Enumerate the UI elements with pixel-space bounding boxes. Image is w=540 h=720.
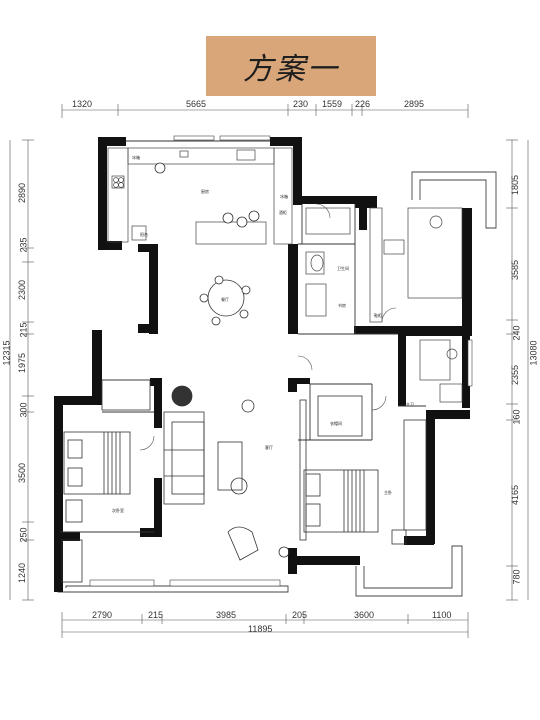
label-living: 客厅 [265,445,273,450]
bathroom-study-fixtures [305,207,463,403]
dim-top-3: 230 [293,99,309,109]
label-balcony: 阳台 [140,232,148,237]
bedroom-furniture [61,431,131,583]
label-master-bedroom: 主卧 [384,490,392,495]
label-master-bath: 主卫 [406,402,414,407]
label-fridge-1: 冰箱 [132,155,140,160]
label-bath-1: 卫生间 [337,266,349,271]
walls [54,137,472,592]
living-furniture [101,379,307,561]
door-swings [139,203,397,451]
windows [89,135,473,587]
dim-top-6: 2895 [404,99,425,109]
dining-set [154,162,260,326]
dim-bottom-3: 3985 [216,610,237,620]
dim-top-4: 1559 [322,99,343,109]
dim-bottom-5: 3600 [354,610,375,620]
dimension-lines [9,104,529,638]
dim-top-5: 226 [355,99,371,109]
label-kitchen: 厨房 [201,189,209,194]
partitions [60,140,426,533]
label-dining: 餐厅 [221,297,229,302]
label-wine-cabinet: 酒柜 [279,210,287,215]
label-fridge-2: 冰箱 [280,194,288,199]
dim-top-1: 1320 [72,99,93,109]
title-tape [206,36,376,96]
dim-top-2: 5665 [186,99,207,109]
kitchen-fixtures [107,147,293,245]
dim-bottom-1: 2790 [92,610,113,620]
label-shoe-cabinet: 鞋柜 [374,313,382,318]
plan-title: 方案一 [243,52,339,87]
label-bedroom: 次卧室 [112,508,124,513]
dim-bottom-2: 215 [148,610,164,620]
label-study: 书房 [338,303,346,308]
dim-bottom-4: 205 [292,610,308,620]
master-bedroom-furniture [303,395,427,545]
dim-bottom-6: 1100 [432,610,452,620]
dim-bottom-total: 11895 [248,624,273,634]
label-cloakroom: 衣帽间 [330,421,342,426]
